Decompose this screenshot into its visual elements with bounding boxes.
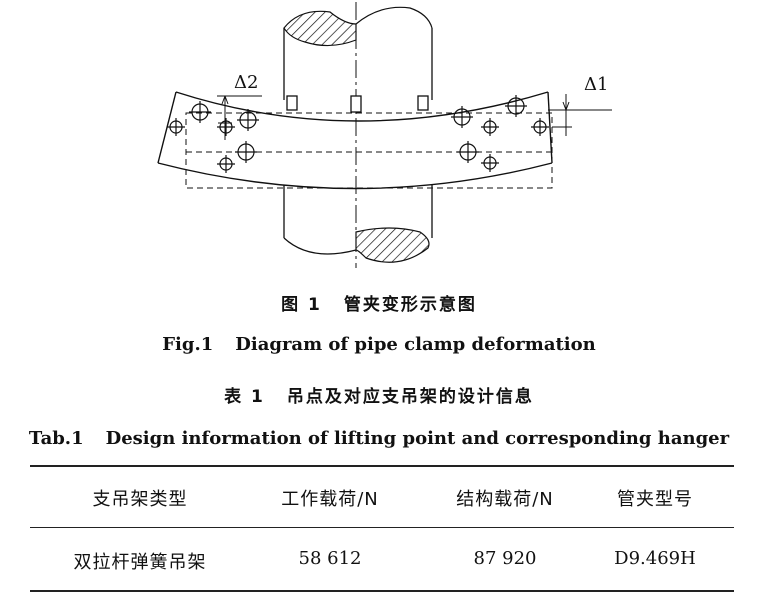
figure-caption-cn: 图 1 管夹变形示意图 [0,290,758,315]
table-cell-structural-load: 87 920 [473,548,537,569]
table-caption-cn: 表 1 吊点及对应支吊架的设计信息 [0,382,758,407]
figure-title-en: Diagram of pipe clamp deformation [235,334,596,355]
table-label-cn: 表 1 [224,387,265,407]
table-bottom-rule [30,590,734,592]
table-caption-en: Tab.1 Design information of lifting point… [0,428,758,449]
delta2-label: Δ2 [234,72,258,93]
table-header-rule [30,527,734,528]
table-header-working-load: 工作载荷/N [281,489,379,510]
table-title-cn: 吊点及对应支吊架的设计信息 [286,387,534,407]
table-cell-working-load: 58 612 [298,548,362,569]
pipe-clamp-deformation-diagram: Δ2 Δ1 [157,2,612,268]
table-label-en: Tab.1 [28,428,84,449]
delta1-dimension [548,94,612,136]
pipe-lower [283,185,433,263]
figure-title-cn: 管夹变形示意图 [343,295,477,315]
delta2-dimension [217,95,262,140]
delta1-label: Δ1 [584,74,608,95]
figure-label-en: Fig.1 [162,334,214,355]
deformed-clamp [157,91,553,190]
figure-label-cn: 图 1 [281,295,322,315]
figure-caption-en: Fig.1 Diagram of pipe clamp deformation [0,334,758,355]
table-cell-clamp-model: D9.469H [614,548,696,569]
table-header-hanger-type: 支吊架类型 [92,489,188,510]
clamp-lugs [286,95,429,113]
table-top-rule [30,465,734,467]
table-header-structural-load: 结构载荷/N [456,489,554,510]
table-header-clamp-model: 管夹型号 [617,489,693,510]
table-cell-hanger-type: 双拉杆弹簧吊架 [73,552,207,573]
pipe-upper [283,6,433,100]
table-title-en: Design information of lifting point and … [105,428,730,449]
bolt-symbols [167,95,549,173]
